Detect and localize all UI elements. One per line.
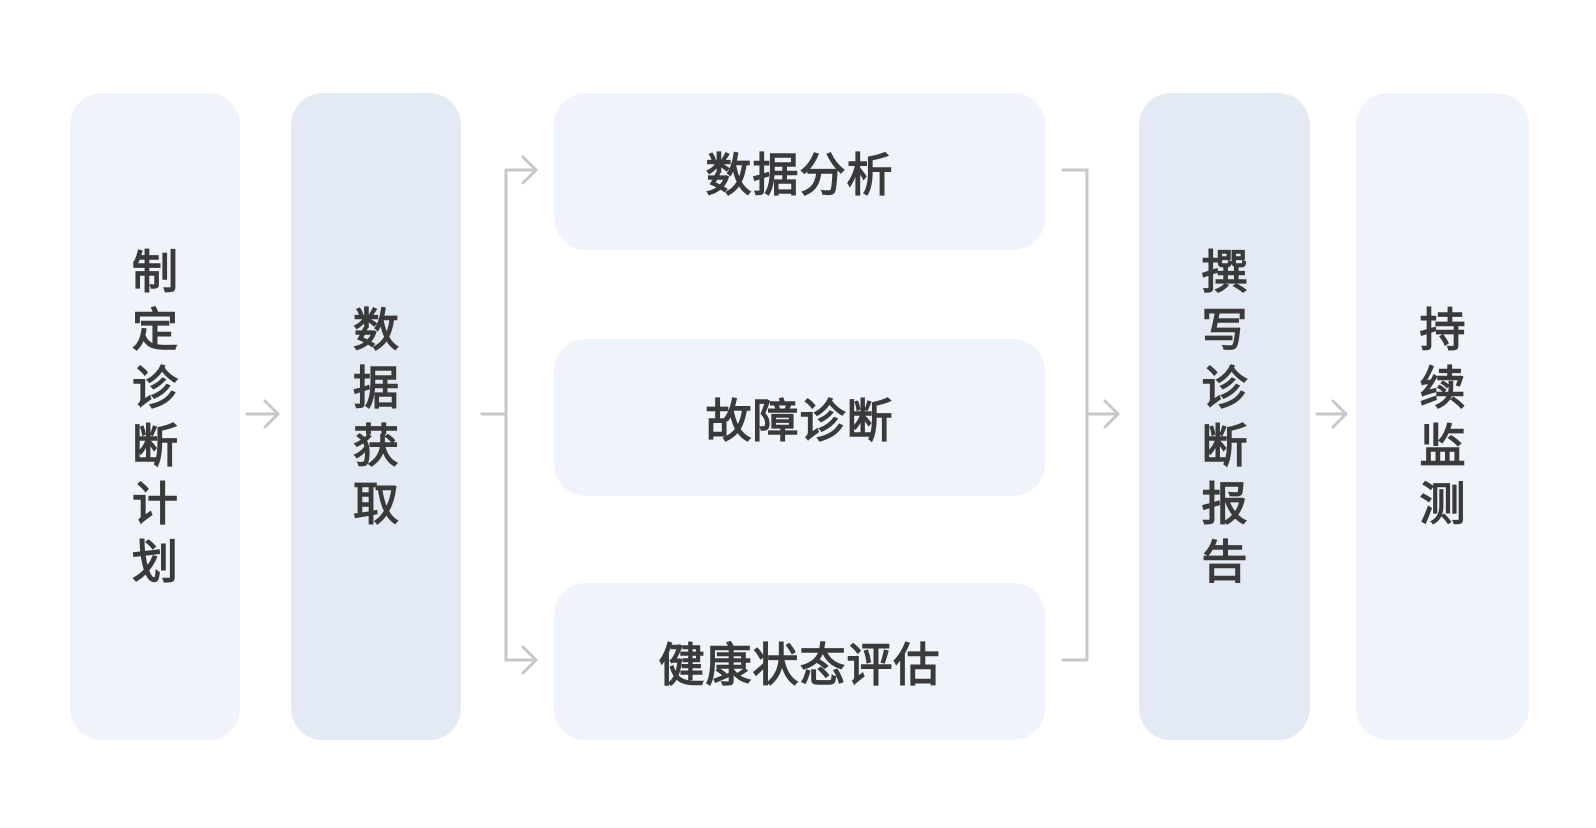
step-monitor-label: 持续监测 <box>1419 302 1466 531</box>
step-health-label: 健康状态评估 <box>658 637 941 692</box>
step-monitor-box: 持续监测 <box>1356 93 1529 740</box>
step-plan-label: 制定诊断计划 <box>132 244 178 589</box>
arrow-plan-to-acquire <box>245 399 280 429</box>
step-report-box: 撰写诊断报告 <box>1139 93 1310 740</box>
step-acquire-box: 数据获取 <box>291 93 461 740</box>
branch-bracket-left <box>480 155 538 675</box>
step-fault-label: 故障诊断 <box>705 393 894 448</box>
step-health-box: 健康状态评估 <box>554 583 1045 740</box>
step-acquire-label: 数据获取 <box>353 302 399 531</box>
step-fault-box: 故障诊断 <box>554 339 1045 496</box>
arrow-report-to-monitor <box>1315 399 1348 429</box>
merge-bracket-right <box>1061 168 1120 662</box>
step-analysis-box: 数据分析 <box>554 93 1045 250</box>
step-report-label: 撰写诊断报告 <box>1201 244 1248 589</box>
step-analysis-label: 数据分析 <box>705 147 894 202</box>
step-plan-box: 制定诊断计划 <box>70 93 240 740</box>
